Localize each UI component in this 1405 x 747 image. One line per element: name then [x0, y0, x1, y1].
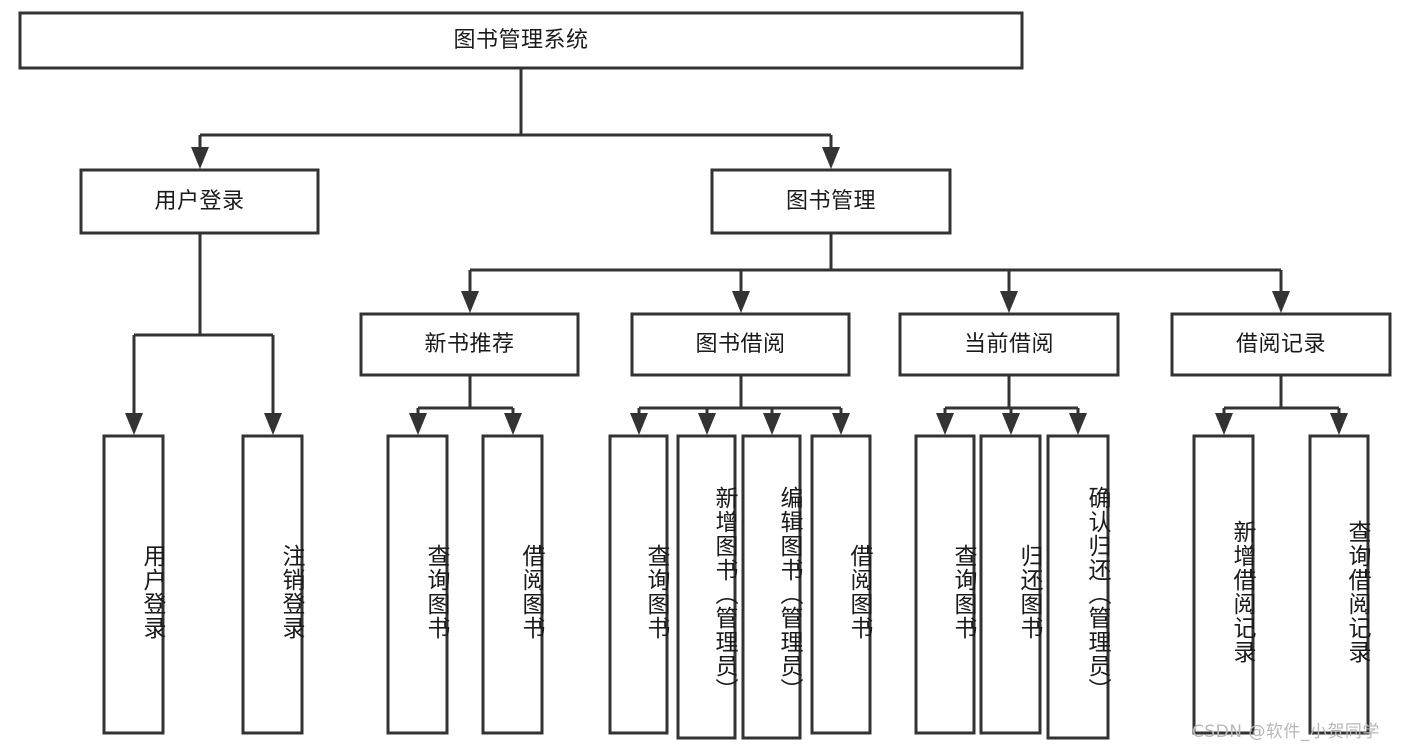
arrow-head-icon [1215, 413, 1233, 435]
arrow-head-icon [832, 413, 850, 435]
node-box-layer [18, 11, 1392, 740]
arrow-head-icon [1272, 291, 1290, 313]
arrow-head-icon [1069, 413, 1087, 435]
node-box-l3-2[interactable] [386, 434, 449, 735]
node-box-l3-5[interactable] [676, 434, 737, 740]
node-box-l2-0[interactable] [359, 312, 580, 377]
arrow-head-icon [504, 413, 522, 435]
node-box-l1-0[interactable] [79, 168, 320, 235]
node-box-l3-12[interactable] [1308, 434, 1370, 735]
arrow-head-icon [630, 413, 648, 435]
node-box-l2-2[interactable] [898, 312, 1120, 377]
node-box-l2-1[interactable] [630, 312, 851, 377]
node-box-l3-3[interactable] [481, 434, 544, 735]
node-box-l3-10[interactable] [1046, 434, 1110, 740]
node-box-l1-1[interactable] [710, 168, 952, 235]
arrow-head-icon [1002, 413, 1020, 435]
node-box-l3-8[interactable] [914, 434, 976, 735]
arrow-head-icon [1330, 413, 1348, 435]
arrow-head-icon [409, 413, 427, 435]
node-box-root[interactable] [18, 11, 1024, 70]
connector-layer [125, 68, 1348, 435]
node-box-l3-4[interactable] [608, 434, 669, 735]
arrow-head-icon [763, 413, 781, 435]
arrow-head-icon [822, 147, 840, 169]
node-box-l2-3[interactable] [1170, 312, 1392, 377]
arrow-head-icon [1000, 291, 1018, 313]
arrow-head-icon [461, 291, 479, 313]
arrow-head-icon [732, 291, 750, 313]
node-box-l3-11[interactable] [1192, 434, 1255, 735]
node-box-l3-7[interactable] [810, 434, 872, 735]
node-box-l3-6[interactable] [741, 434, 802, 740]
arrow-head-icon [936, 413, 954, 435]
arrow-head-icon [191, 147, 209, 169]
node-box-l3-9[interactable] [979, 434, 1042, 735]
arrow-head-icon [698, 413, 716, 435]
arrow-head-icon [125, 413, 143, 435]
node-box-l3-0[interactable] [102, 434, 165, 735]
node-box-l3-1[interactable] [241, 434, 304, 735]
arrow-head-icon [264, 413, 282, 435]
